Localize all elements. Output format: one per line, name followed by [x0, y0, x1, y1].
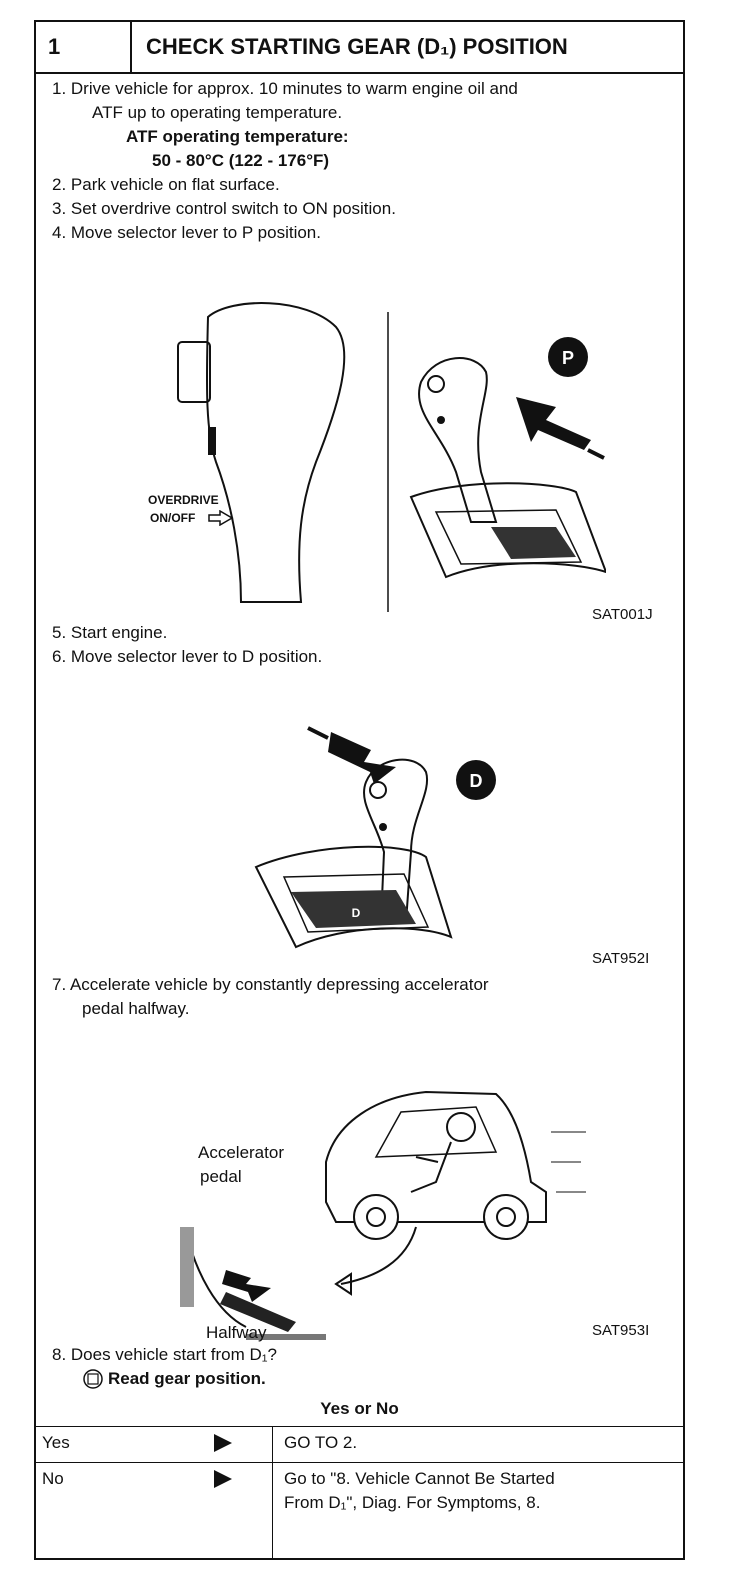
- gear-gate-plate-d: [254, 845, 453, 949]
- figure-code-3: SAT953I: [592, 1322, 650, 1339]
- step-1-line-1: 1. Drive vehicle for approx. 10 minutes …: [52, 79, 518, 98]
- gear-gate-shade: [491, 527, 576, 559]
- floor-hatch: [180, 1227, 194, 1307]
- procedure-header: 1 CHECK STARTING GEAR (D₁) POSITION: [36, 22, 683, 74]
- arrow-yes-icon: [214, 1434, 232, 1452]
- car-window: [374, 1106, 498, 1158]
- push-arrow-icon: [516, 397, 591, 450]
- step-7-line-2: pedal halfway.: [82, 999, 190, 1018]
- d-position-badge: [456, 760, 496, 800]
- accelerator-pedal: [220, 1292, 296, 1332]
- car-rear-hub: [496, 1207, 516, 1227]
- overdrive-label-1: OVERDRIVE: [148, 493, 219, 507]
- p-position-badge: [548, 337, 588, 377]
- atf-temp-label: ATF operating temperature:: [126, 127, 349, 146]
- decision-heading: Yes or No: [320, 1399, 399, 1418]
- curved-arrow-head: [334, 1272, 352, 1296]
- push-arrow-dash-d: [307, 726, 329, 740]
- gate-d-letter: D: [352, 906, 361, 920]
- decision-result-no-2: From D₁", Diag. For Symptoms, 8.: [284, 1493, 541, 1512]
- step-8: 8. Does vehicle start from D₁?: [52, 1345, 277, 1364]
- arrow-no-icon: [214, 1470, 232, 1488]
- step-4: 4. Move selector lever to P position.: [52, 223, 321, 242]
- gear-gate-shade-d: [291, 890, 416, 928]
- overdrive-label-2: ON/OFF: [150, 511, 196, 525]
- decision-answer-yes: Yes: [42, 1433, 70, 1452]
- step-7-line-1: 7. Accelerate vehicle by constantly depr…: [52, 975, 489, 994]
- decision-row-rule: [36, 1462, 683, 1463]
- shift-knob-outline: [205, 302, 346, 603]
- step-title: CHECK STARTING GEAR (D₁) POSITION: [146, 34, 568, 59]
- halfway-label: Halfway: [206, 1323, 267, 1342]
- decision-answer-no: No: [42, 1469, 64, 1488]
- driver-head: [446, 1112, 476, 1142]
- car-rear-wheel: [483, 1194, 529, 1240]
- p-badge-letter: P: [562, 348, 574, 368]
- step-1-line-2: ATF up to operating temperature.: [92, 103, 343, 122]
- lever-pivot-icon-d: [379, 823, 387, 831]
- lever-pivot-icon: [437, 416, 445, 424]
- press-arrow-icon: [222, 1270, 271, 1302]
- decision-result-no-1: Go to "8. Vehicle Cannot Be Started: [284, 1469, 555, 1488]
- lever-button-icon-d: [369, 781, 387, 799]
- step-8-action: Read gear position.: [108, 1369, 266, 1388]
- step-3: 3. Set overdrive control switch to ON po…: [52, 199, 396, 218]
- selector-lever-d: [363, 758, 429, 923]
- push-arrow-icon-d: [328, 732, 396, 784]
- accelerator-label-1: Accelerator: [198, 1143, 284, 1162]
- push-arrow-dash: [587, 448, 605, 460]
- step-6: 6. Move selector lever to D position.: [52, 647, 323, 666]
- decision-result-yes: GO TO 2.: [284, 1433, 358, 1452]
- car-front-hub: [366, 1207, 386, 1227]
- knob-side-button: [177, 341, 211, 403]
- decision-top-rule: [36, 1426, 683, 1427]
- overdrive-switch: [208, 427, 216, 455]
- car-body: [325, 1090, 547, 1223]
- figure-car-pedal: [180, 1090, 586, 1340]
- car-front-wheel: [353, 1194, 399, 1240]
- consult-icon: [83, 1369, 103, 1389]
- figure-shift-knob: P: [177, 302, 606, 612]
- gear-gate-slot: [434, 509, 583, 565]
- step-2: 2. Park vehicle on flat surface.: [52, 175, 280, 194]
- lever-button-icon: [427, 375, 445, 393]
- atf-temp-value: 50 - 80°C (122 - 176°F): [152, 151, 330, 170]
- figure-code-2: SAT952I: [592, 950, 650, 967]
- figure-d-position: D D: [254, 726, 496, 949]
- accelerator-label-2: pedal: [200, 1167, 242, 1186]
- gear-gate-plate: [409, 482, 606, 579]
- selector-lever: [418, 357, 498, 523]
- driver-body: [410, 1141, 452, 1193]
- procedure-frame: 1 CHECK STARTING GEAR (D₁) POSITION 1. D…: [34, 20, 685, 1560]
- d-badge-letter: D: [470, 771, 483, 791]
- decision-divider: [272, 1426, 273, 1560]
- gear-gate-slot-d: [282, 873, 430, 933]
- step-5: 5. Start engine.: [52, 623, 168, 642]
- overdrive-arrow-icon: [208, 510, 234, 526]
- figure-code-1: SAT001J: [592, 606, 653, 623]
- step-number: 1: [36, 22, 132, 72]
